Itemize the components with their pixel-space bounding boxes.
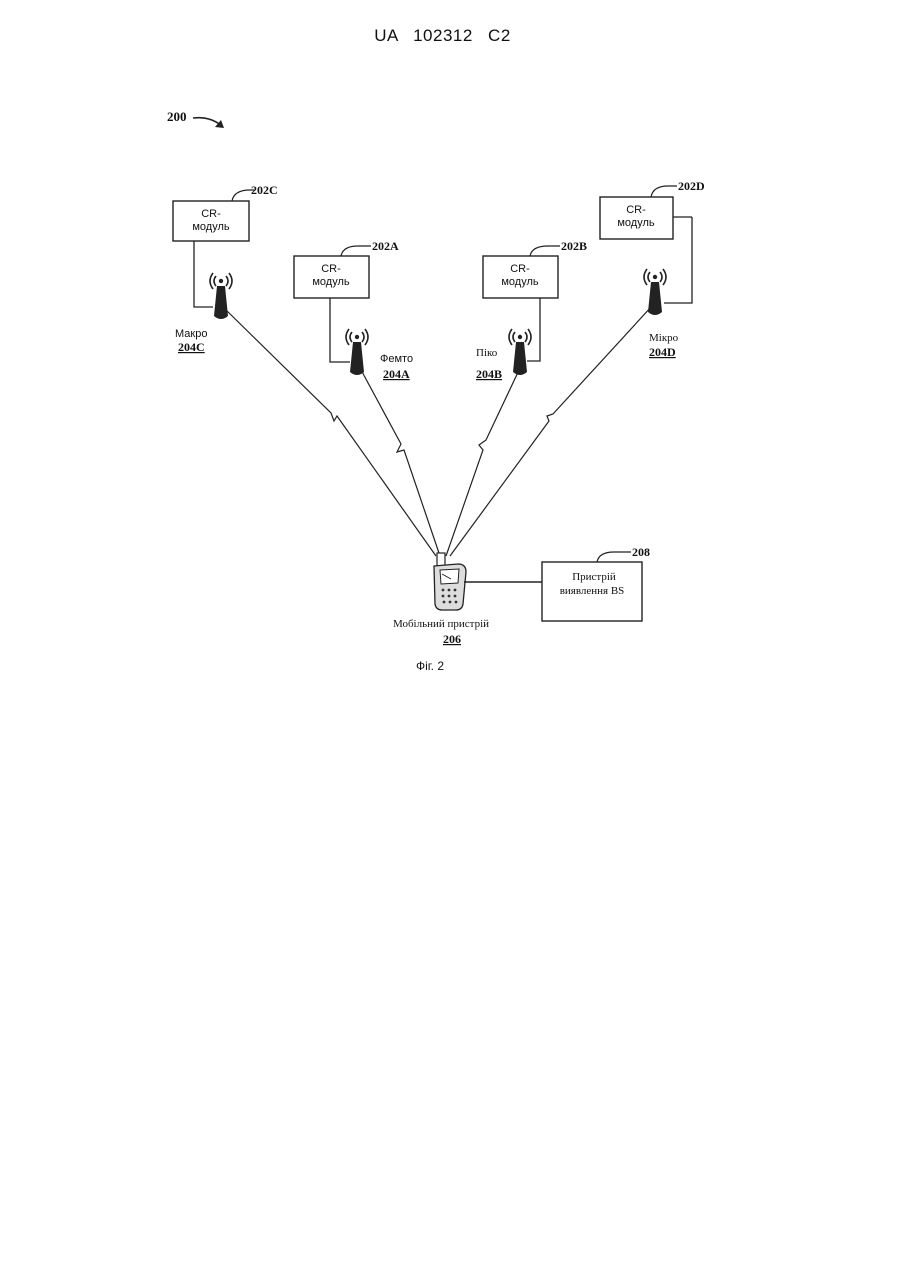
cr-module-ref: 202C <box>251 183 278 197</box>
cr-module-label: модуль <box>617 217 655 229</box>
cr-module-label: CR- <box>201 208 221 220</box>
station-ref-204c: 204C <box>178 340 205 354</box>
station-label-macro: Макро <box>175 328 207 340</box>
bs-detection-label: Пристрій <box>572 571 616 583</box>
cr-module-label: модуль <box>501 276 539 288</box>
femto-tower-icon <box>346 329 368 375</box>
figure-caption: Фіг. 2 <box>416 659 444 673</box>
station-label-micro: Мікро <box>649 332 679 344</box>
bs-detection-ref: 208 <box>632 545 650 559</box>
cr-module-label: модуль <box>192 221 230 233</box>
cr-module-label: CR- <box>626 204 646 216</box>
station-label-pico: Піко <box>476 347 498 359</box>
bs-detection-label: виявлення BS <box>560 585 625 597</box>
station-ref-204d: 204D <box>649 345 676 359</box>
cr-module-ref: 202A <box>372 239 399 253</box>
cr-module-202d: CR- модуль 202D <box>600 179 705 239</box>
bs-detection-device: Пристрій виявлення BS 208 <box>542 545 650 621</box>
cr-module-label: модуль <box>312 276 350 288</box>
micro-tower-icon <box>644 269 666 315</box>
cr-module-ref: 202D <box>678 179 705 193</box>
cr-module-label: CR- <box>321 263 341 275</box>
mobile-device-label: Мобільний пристрій <box>393 618 489 630</box>
station-ref-204b: 204B <box>476 367 502 381</box>
cr-module-202a: CR- модуль 202A <box>294 239 399 298</box>
figure-ref-label: 200 <box>167 109 187 124</box>
station-ref-204a: 204A <box>383 367 410 381</box>
station-label-femto: Фемто <box>380 353 413 365</box>
cr-module-202b: CR- модуль 202B <box>483 239 587 298</box>
wireless-links <box>224 306 652 556</box>
cr-module-ref: 202B <box>561 239 587 253</box>
cr-module-label: CR- <box>510 263 530 275</box>
mobile-phone-icon <box>434 553 466 610</box>
mobile-device-ref: 206 <box>443 632 461 646</box>
cr-module-202c: CR- модуль 202C <box>173 183 278 241</box>
